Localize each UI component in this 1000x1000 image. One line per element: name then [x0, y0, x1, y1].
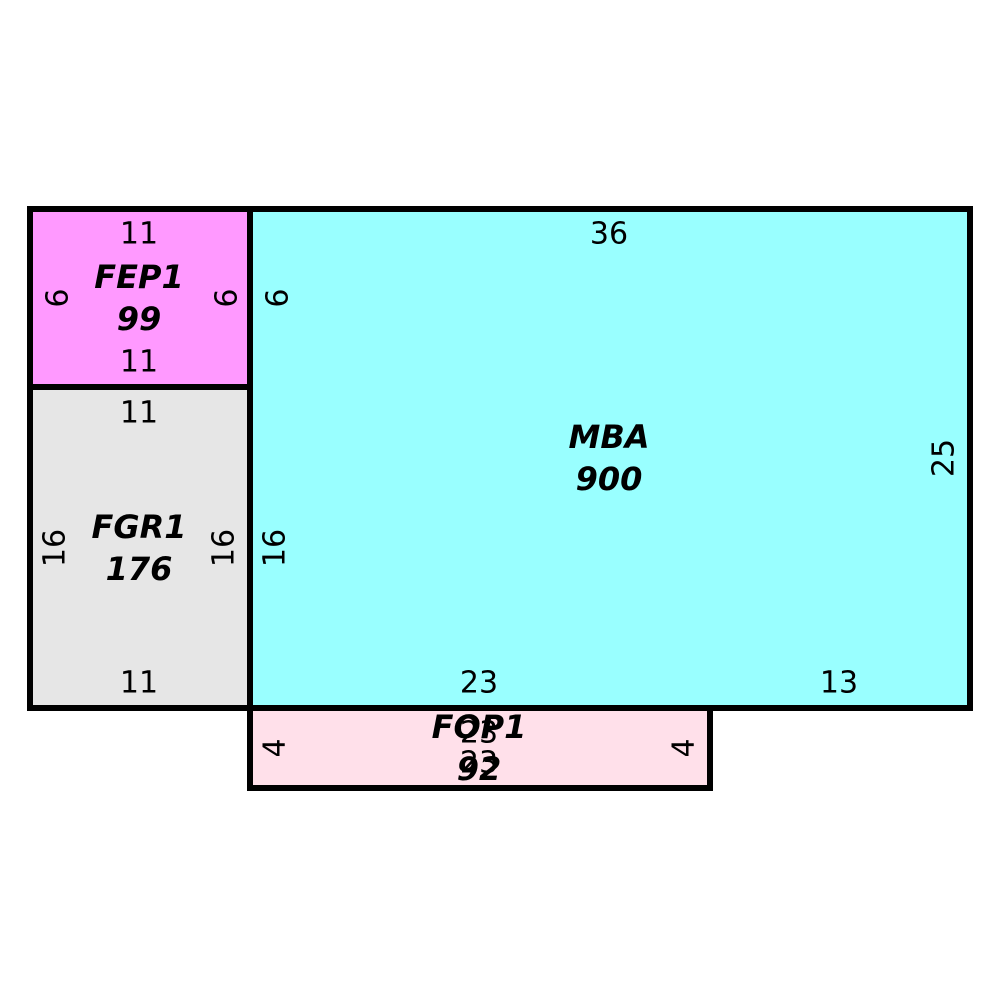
fop1-dim-left: 4	[258, 738, 293, 757]
room-fop1-name: FOP1	[432, 708, 527, 746]
fop1-dim-bottom: 23	[460, 746, 498, 781]
room-fgr1-area: 176	[106, 550, 173, 588]
room-fop1-area: 92	[457, 750, 502, 788]
room-fep1-area: 99	[117, 300, 162, 338]
mba-dim-left-upper: 9	[258, 288, 293, 307]
fep1-dim-left: 9	[38, 288, 73, 307]
room-fop1	[247, 705, 713, 791]
fgr1-dim-right: 16	[207, 529, 242, 567]
room-fgr1	[27, 384, 253, 711]
room-mba	[247, 206, 973, 711]
mba-dim-right: 25	[927, 439, 962, 477]
room-mba-name: MBA	[569, 418, 650, 456]
mba-dim-bottom-left: 23	[460, 666, 498, 701]
room-fgr1-name: FGR1	[91, 508, 186, 546]
fop1-dim-right: 4	[667, 738, 702, 757]
fgr1-dim-left: 16	[38, 529, 73, 567]
room-mba-area: 900	[576, 460, 643, 498]
fep1-dim-right: 9	[207, 288, 242, 307]
fgr1-dim-bottom: 11	[120, 666, 158, 701]
fgr1-dim-top: 11	[120, 396, 158, 431]
fep1-dim-top: 11	[120, 217, 158, 252]
fep1-dim-bottom: 11	[120, 345, 158, 380]
room-fep1-name: FEP1	[94, 258, 183, 296]
fop1-dim-top: 23	[460, 716, 498, 751]
mba-dim-left-lower: 16	[258, 529, 293, 567]
mba-dim-bottom-right: 13	[820, 666, 858, 701]
room-fep1	[27, 206, 253, 390]
mba-dim-top: 36	[590, 217, 628, 252]
